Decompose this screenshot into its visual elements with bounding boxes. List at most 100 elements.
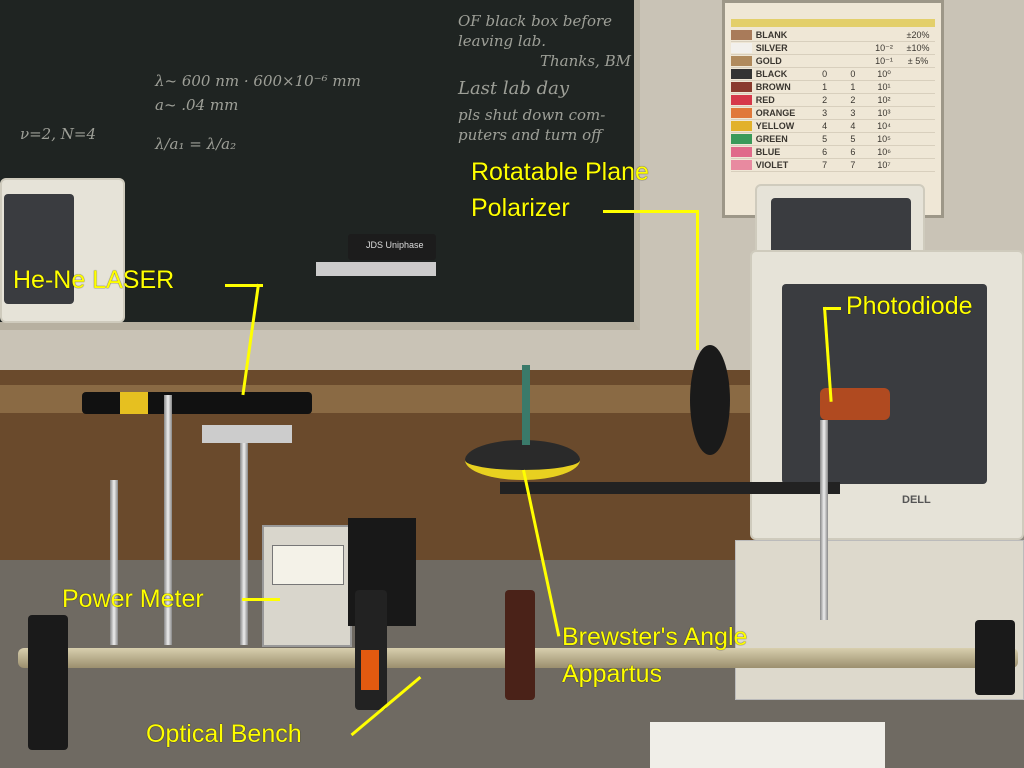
digit2: 4 [850,121,856,131]
color-name: ORANGE [755,108,796,118]
color-name: GOLD [755,56,782,66]
multiplier: 10⁻² [875,43,893,53]
bench-leg [975,620,1015,695]
pointer-line [603,210,698,213]
color-swatch [731,134,752,144]
label-polarizer-1: Rotatable Plane [471,158,649,186]
chart-row: BLUE 6 6 10⁶ [731,146,935,159]
color-swatch [731,147,752,157]
digit1: 6 [822,147,828,157]
color-name: BLANK [755,30,788,40]
color-swatch [731,95,752,105]
digit2: 5 [850,134,856,144]
multiplier: 10⁶ [877,147,891,157]
color-name: VIOLET [755,160,789,170]
rotatable-polarizer [690,345,730,455]
tolerance: ±20% [906,30,930,40]
digit1: 2 [822,95,828,105]
tolerance: ±10% [906,43,930,53]
post [820,420,828,620]
chart-row: BROWN 1 1 10¹ [731,81,935,94]
jds-uniphase-device: JDS Uniphase [348,234,436,260]
color-swatch [731,30,752,40]
back-monitor [755,184,925,260]
multiplier: 10³ [877,108,891,118]
digit1: 3 [822,108,828,118]
multiplier: 10⁷ [877,160,891,170]
color-swatch [731,56,752,66]
color-swatch [731,121,752,131]
chart-row: VIOLET 7 7 10⁷ [731,159,935,172]
digit1: 0 [822,69,828,79]
chalk-text: Thanks, BM [540,52,631,70]
multiplier: 10² [877,95,891,105]
shelf [316,262,436,276]
color-name: BLUE [755,147,781,157]
multiplier: 10⁻¹ [875,56,893,66]
chalk-text: pls shut down com- [458,106,606,124]
chart-row: YELLOW 4 4 10⁴ [731,120,935,133]
digit2: 6 [850,147,856,157]
mount-plate [202,425,292,443]
digit1: 5 [822,134,828,144]
power-meter [262,525,352,647]
pointer-line [225,284,263,287]
color-name: BLACK [755,69,788,79]
multiplier: 10⁴ [877,121,891,131]
digit1: 4 [822,121,828,131]
digit2: 7 [850,160,856,170]
glass-plate [522,365,530,445]
pointer-line [823,307,841,310]
label-optical-bench: Optical Bench [146,720,302,748]
label-laser: He-Ne LASER [13,266,175,294]
color-swatch [731,160,752,170]
color-swatch [731,108,752,118]
digit1: 1 [822,82,828,92]
multiplier: 10⁵ [877,134,891,144]
paper-sheet [650,722,885,768]
chart-row: SILVER 10⁻² ±10% [731,42,935,55]
chart-row: BLACK 0 0 10⁰ [731,68,935,81]
chart-row: BLANK ±20% [731,29,935,42]
color-name: SILVER [755,43,788,53]
color-name: GREEN [755,134,788,144]
carrier [355,590,387,710]
pointer-line [696,210,699,350]
chalk-text: Last lab day [458,78,570,99]
color-swatch [731,82,752,92]
chalk-text: leaving lab. [458,32,547,50]
chalk-text: OF black box before [458,12,613,30]
digit2: 0 [850,69,856,79]
left-monitor [0,178,125,323]
chart-row: ORANGE 3 3 10³ [731,107,935,120]
post [110,480,118,645]
post [164,395,172,645]
digit2: 1 [850,82,856,92]
digit2: 3 [850,108,856,118]
color-name: BROWN [755,82,791,92]
label-power-meter: Power Meter [62,585,204,613]
label-brewster-1: Brewster's Angle [562,623,748,651]
color-name: YELLOW [755,121,795,131]
device-brand: JDS Uniphase [366,240,424,250]
color-swatch [731,69,752,79]
multiplier: 10¹ [877,82,891,92]
rail-arm [500,482,840,494]
label-polarizer-2: Polarizer [471,194,570,222]
pointer-line [242,598,280,601]
chalk-text: puters and turn off [458,126,602,144]
label-photodiode: Photodiode [846,292,973,320]
digit1: 7 [822,160,828,170]
bench-leg [28,615,68,750]
chalk-text: λ~ 600 nm · 600×10⁻⁶ mm [155,72,361,90]
multiplier: 10⁰ [877,69,891,79]
label-brewster-2: Appartus [562,660,663,688]
chalk-text: ν=2, N=4 [20,125,97,143]
carrier [505,590,535,700]
color-name: RED [755,95,775,105]
chart-row: GREEN 5 5 10⁵ [731,133,935,146]
chalk-text: a~ .04 mm [155,96,239,114]
